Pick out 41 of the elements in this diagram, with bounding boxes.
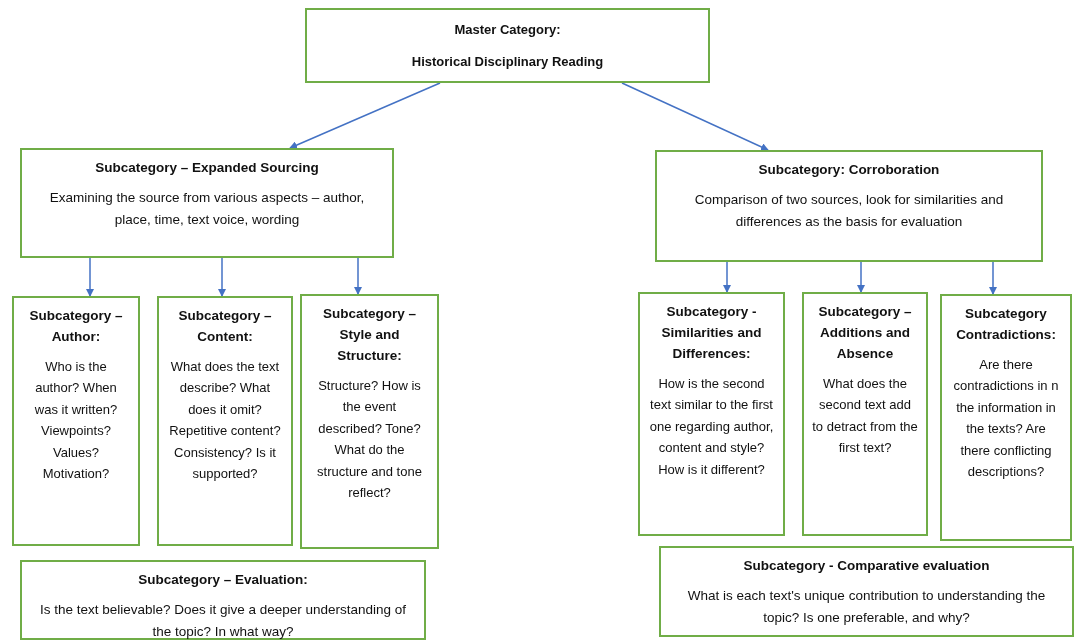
category-box: [20, 560, 426, 640]
category-box: [659, 546, 1074, 637]
box-description: Examining the source from various aspects – author, place, time, text voice, wording: [48, 188, 366, 229]
box-description: What does the second text add to detract from the first text?: [812, 374, 918, 458]
box-description: What is each text's unique contribution to understanding the topic? Is one preferable, and why?: [686, 586, 1047, 627]
box-heading: Subcategory – Style and Structure:: [322, 305, 417, 365]
arrow: [218, 257, 226, 297]
category-box: [638, 292, 785, 536]
box-heading: Subcategory Contradictions:: [955, 305, 1057, 344]
box-description: How is the second text similar to the first one regarding author, content and style? How is it different?: [648, 374, 775, 479]
box-heading: Master Category:: [454, 21, 561, 39]
box-description: Is the text believable? Does it give a deeper understanding of the topic? In what way?: [38, 600, 408, 641]
category-box: [940, 294, 1072, 541]
box-heading: Subcategory – Content:: [177, 307, 273, 346]
box-description: Structure? How is the event described? Tone? What do the structure and tone reflect?: [316, 376, 423, 502]
arrow: [354, 257, 362, 295]
arrow: [723, 261, 731, 293]
box-heading: Subcategory – Additions and Absence: [817, 303, 913, 363]
category-box: [157, 296, 293, 546]
category-box: [305, 8, 710, 83]
arrow: [989, 261, 997, 295]
category-box: [655, 150, 1043, 262]
box-description: Are there contradictions in n the information in the texts? Are there conflicting descriptions?: [952, 355, 1060, 482]
box-description: Comparison of two sources, look for similarities and differences as the basis for evaluation: [693, 190, 1005, 231]
box-heading: Subcategory - Similarities and Differences:: [660, 303, 763, 363]
arrow: [289, 82, 441, 149]
arrow: [857, 261, 865, 293]
box-heading: Subcategory - Comparative evaluation: [743, 557, 990, 575]
category-box: [12, 296, 140, 546]
category-box: [20, 148, 394, 258]
category-box: [300, 294, 439, 549]
box-description: What does the text describe? What does it omit? Repetitive content? Consistency? Is it supported?: [168, 357, 282, 484]
box-heading: Subcategory – Evaluation:: [138, 571, 308, 589]
box-heading: Subcategory: Corroboration: [758, 161, 940, 179]
arrow: [621, 82, 769, 151]
box-heading: Subcategory – Author:: [28, 307, 124, 346]
arrow: [86, 257, 94, 297]
category-box: [802, 292, 928, 536]
box-description: Who is the author? When was it written? Viewpoints? Values? Motivation?: [33, 357, 119, 484]
box-heading: Historical Disciplinary Reading: [411, 52, 604, 71]
box-heading: Subcategory – Expanded Sourcing: [95, 159, 319, 177]
